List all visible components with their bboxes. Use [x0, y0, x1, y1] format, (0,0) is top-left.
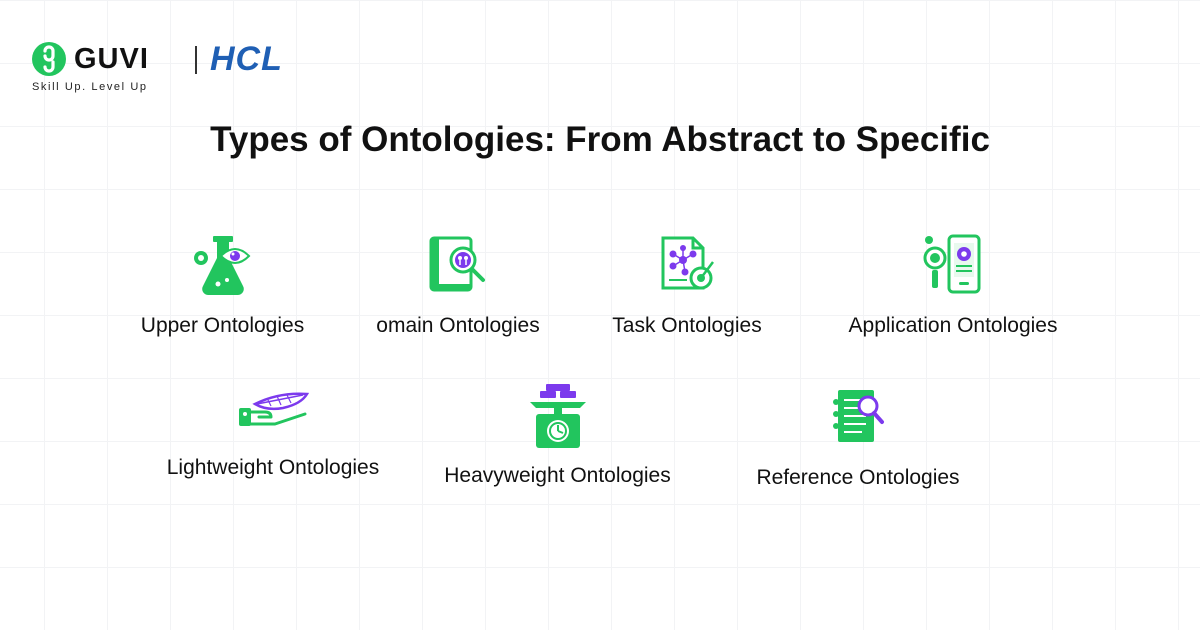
item-application-ontologies: Application Ontologies — [828, 232, 1078, 338]
logo-divider — [195, 46, 197, 74]
guvi-logo-icon — [32, 42, 66, 76]
item-lightweight-ontologies: Lightweight Ontologies — [148, 386, 398, 480]
item-label: Application Ontologies — [848, 314, 1058, 337]
item-reference-ontologies: Reference Ontologies — [738, 386, 978, 490]
item-label: Upper Ontologies — [140, 314, 305, 337]
scale-gold-bars-icon — [529, 384, 586, 448]
item-domain-ontologies: omain Ontologies — [358, 232, 558, 338]
item-label: Heavyweight Ontologies — [444, 464, 671, 487]
book-magnifier-icon — [429, 236, 485, 292]
brand-tagline: Skill Up. Level Up — [32, 81, 148, 93]
page-title: Types of Ontologies: From Abstract to Sp… — [210, 120, 990, 159]
item-heavyweight-ontologies: Heavyweight Ontologies — [425, 382, 690, 488]
notebook-magnifier-icon — [833, 390, 884, 442]
flask-eye-gear-icon — [193, 236, 250, 295]
item-label: Task Ontologies — [612, 314, 762, 337]
item-label: Lightweight Ontologies — [166, 456, 380, 479]
item-task-ontologies: Task Ontologies — [592, 232, 782, 338]
item-upper-ontologies: Upper Ontologies — [120, 232, 325, 338]
item-label: omain Ontologies — [376, 314, 540, 337]
document-network-target-icon — [661, 236, 714, 290]
hcl-wordmark: HCL — [210, 40, 283, 78]
hand-feather-icon — [239, 392, 310, 426]
brand-logo: GUVI HCL Skill Up. Level Up — [32, 38, 332, 94]
phone-gear-magnifier-icon — [923, 234, 981, 294]
item-label: Reference Ontologies — [756, 466, 960, 489]
guvi-wordmark: GUVI — [74, 43, 149, 75]
